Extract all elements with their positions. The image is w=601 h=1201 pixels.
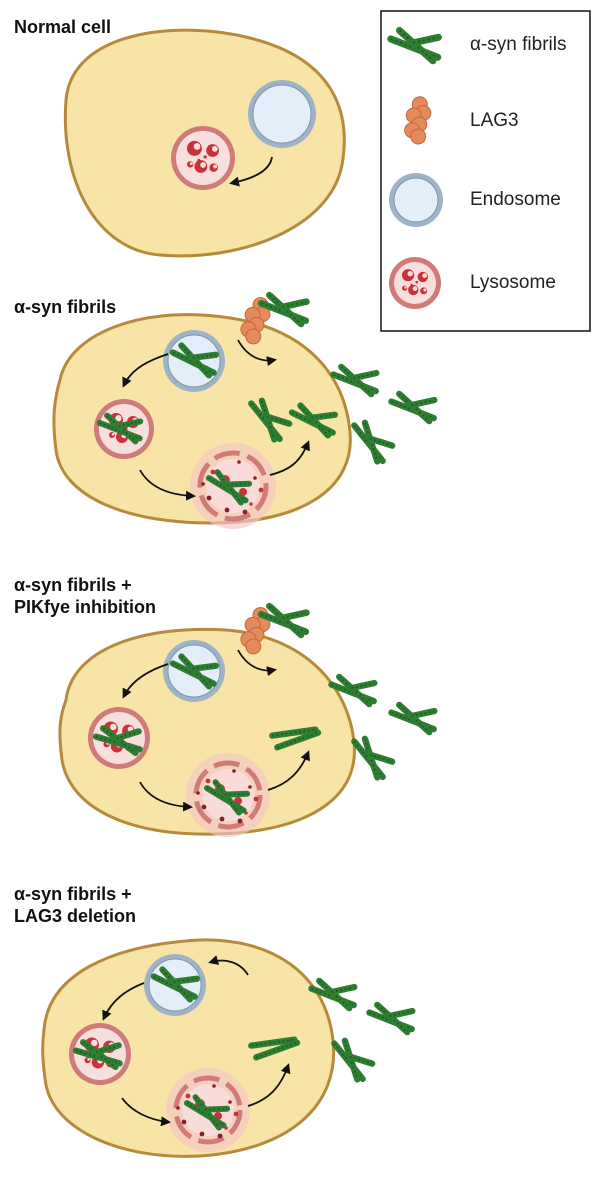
endosome-icon [248, 80, 316, 148]
legend-label-lag3: LAG3 [470, 110, 519, 131]
fibril-icon [331, 1037, 376, 1083]
pathway-arrow [267, 750, 310, 791]
cell-pikfye [58, 627, 356, 836]
fibril-icon [150, 966, 200, 1003]
lysosome-icon [389, 257, 441, 309]
fibril-icon [366, 1001, 416, 1036]
fibril-icon [96, 412, 144, 445]
pathway-arrow [208, 955, 249, 976]
fibril-icon [169, 342, 219, 379]
legend-label-fibrils: α-syn fibrils [470, 34, 567, 55]
fibril-icon [203, 779, 251, 816]
fibril-icon [92, 725, 143, 757]
fibril-icon [205, 469, 253, 506]
fibril-icon [269, 726, 322, 751]
pathway-arrow [237, 649, 277, 677]
fibril-icon [72, 1039, 123, 1071]
lag3-icon [404, 96, 432, 145]
fibril-icon [388, 701, 438, 736]
cell-fibrils [52, 313, 352, 525]
pathway-arrow [122, 353, 169, 388]
panel-title-pikfye-inhibition: α-syn fibrils + PIKfye inhibition [14, 575, 156, 617]
pathway-arrow [269, 440, 310, 476]
pathway-arrow [237, 339, 277, 367]
fibril-icon [308, 977, 358, 1012]
fibril-icon [387, 26, 442, 65]
pathway-arrow [139, 469, 196, 501]
fibril-icon [183, 1094, 231, 1131]
fibril-icon [328, 673, 378, 708]
legend-label-endosome: Endosome [470, 189, 561, 210]
fibril-icon [351, 419, 396, 465]
fibril-icon [330, 363, 380, 398]
pathway-arrow [247, 1063, 291, 1107]
legend-label-lysosome: Lysosome [470, 272, 556, 293]
fibril-icon [351, 735, 396, 781]
lysosome-icon [171, 126, 235, 190]
pathway-arrow [102, 982, 145, 1021]
pathway-arrow [139, 781, 193, 812]
fibril-icon [169, 653, 219, 690]
pathway-arrow [121, 1097, 171, 1127]
panel-title-normal-cell: Normal cell [14, 17, 112, 37]
panel-title-lag3-deletion: α-syn fibrils + LAG3 deletion [14, 884, 137, 926]
pathway-arrow [122, 663, 169, 699]
fibril-icon [257, 291, 310, 328]
fibril-icon [257, 602, 310, 639]
fibril-icon [248, 397, 293, 443]
endosome-icon [389, 173, 443, 227]
pathway-arrow [229, 156, 273, 187]
fibril-icon [248, 1036, 301, 1061]
panel-title-fibrils: α-syn fibrils [14, 297, 117, 317]
cell-lag3-deletion [41, 938, 336, 1158]
fibril-icon [388, 390, 438, 425]
fibril-icon [288, 402, 338, 439]
lag3-icon [240, 296, 271, 345]
